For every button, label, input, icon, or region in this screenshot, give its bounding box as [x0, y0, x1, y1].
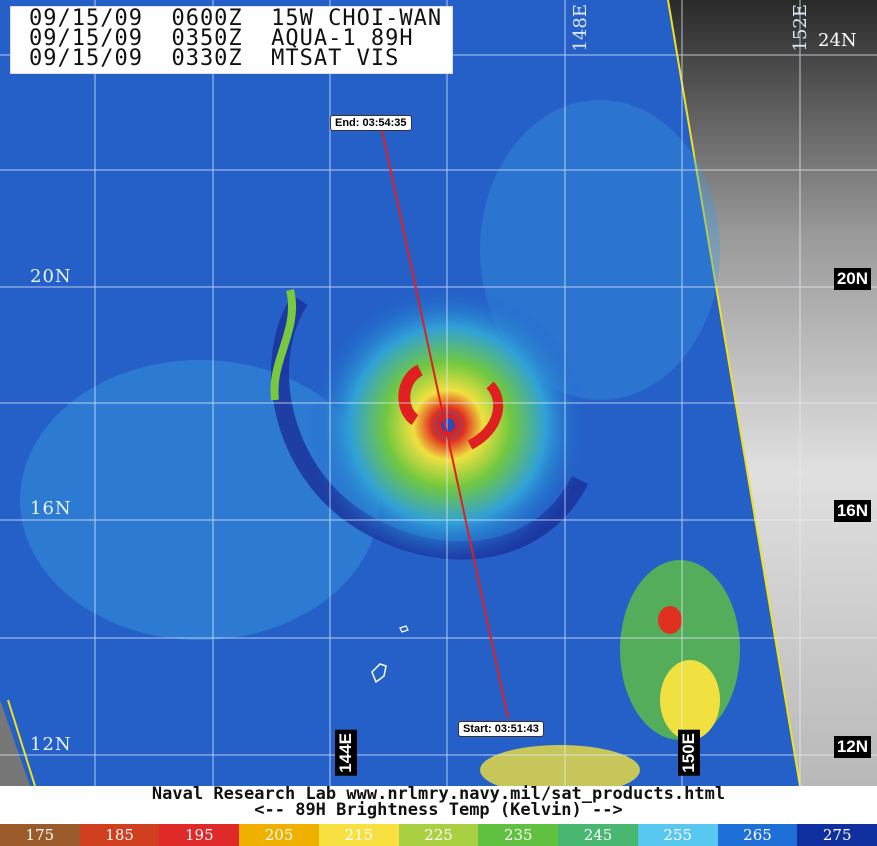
colorbar-title: <-- 89H Brightness Temp (Kelvin) -->: [254, 800, 623, 820]
lat-label-20n-right: 20N: [833, 268, 871, 290]
lat-label-16n-right: 16N: [833, 500, 871, 522]
guam-island: [371, 663, 387, 684]
credit-line: Naval Research Lab www.nrlmry.navy.mil/s…: [151, 784, 726, 804]
visible-swath: [668, 0, 877, 786]
colorbar-segment: 245: [558, 824, 638, 846]
lon-label-144e: 144E: [335, 730, 357, 776]
lat-label-24n: 24N: [818, 30, 857, 51]
lat-label-16n-left: 16N: [30, 498, 72, 519]
swath-edge: [667, 0, 801, 786]
colorbar-segment: 185: [79, 824, 160, 846]
colorbar-segment: 265: [717, 824, 798, 846]
lat-label-20n-left: 20N: [30, 266, 72, 287]
header-line-analysis: 09/15/09 0600Z 15W CHOI-WAN: [29, 6, 443, 31]
typhoon-eye: [437, 414, 459, 436]
satellite-image-map: [0, 0, 877, 786]
overpass-start-label: Start: 03:51:43: [458, 721, 544, 737]
colorbar-segment: 255: [637, 824, 718, 846]
lat-lon-grid: [0, 0, 877, 786]
colorbar-segment: 195: [159, 824, 240, 846]
colorbar-segment: 275: [797, 824, 877, 846]
header-box: 09/15/09 0600Z 15W CHOI-WAN 09/15/09 035…: [10, 6, 454, 74]
lat-label-12n-left: 12N: [30, 734, 72, 755]
colorbar-segment: 205: [239, 824, 319, 846]
lon-label-152e: 152E: [790, 4, 811, 52]
overpass-track: [381, 129, 509, 719]
overpass-end-label: End: 03:54:35: [330, 115, 412, 131]
lon-label-148e: 148E: [570, 4, 591, 52]
colorbar-segment: 225: [398, 824, 479, 846]
colorbar-segment: 175: [0, 824, 80, 846]
colorbar-segment: 235: [478, 824, 559, 846]
header-line-aqua: 09/15/09 0350Z AQUA-1 89H: [29, 26, 414, 51]
colorbar-segment: 215: [318, 824, 399, 846]
lat-label-12n-right: 12N: [833, 736, 871, 758]
lon-label-150e: 150E: [678, 730, 700, 776]
swath-edge-left: [0, 700, 30, 786]
header-line-mtsat: 09/15/09 0330Z MTSAT VIS: [29, 46, 400, 71]
